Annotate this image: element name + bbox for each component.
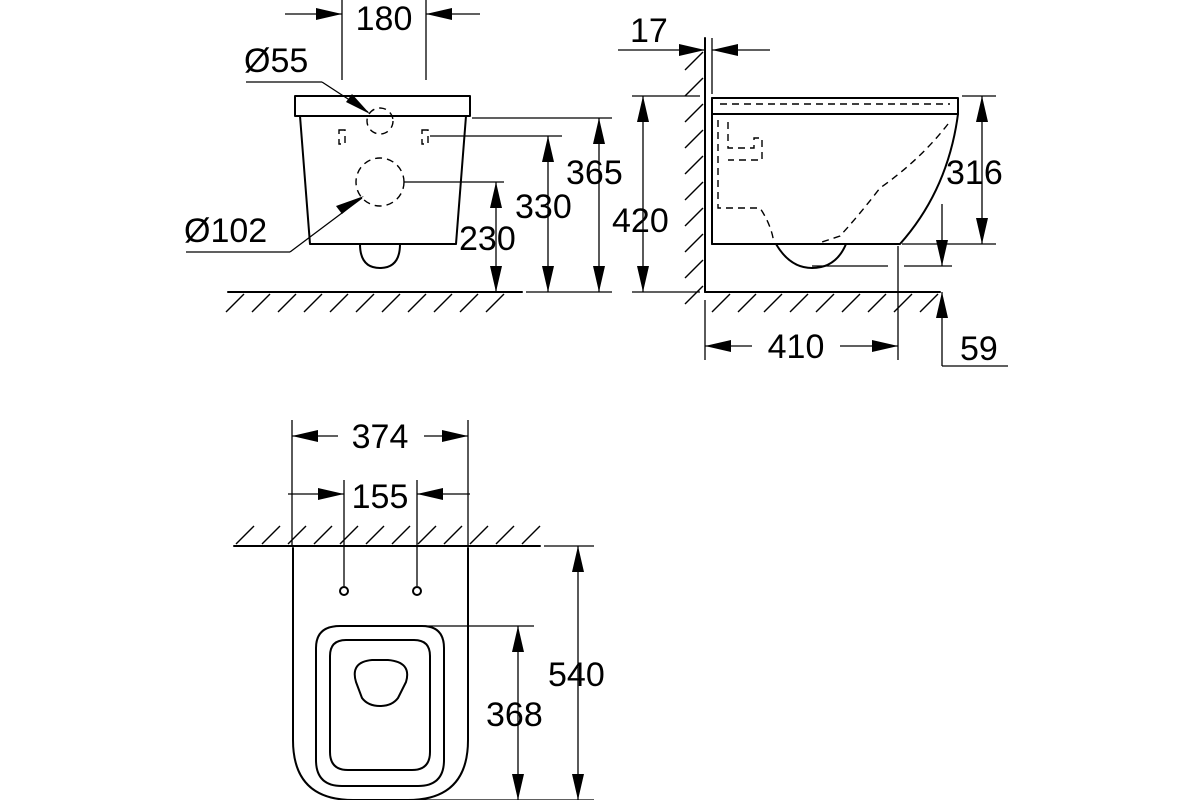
front-outlet-foot <box>359 243 401 269</box>
side-trap-hidden <box>717 120 775 245</box>
side-floor-hatching <box>711 293 939 313</box>
dim-365: 365 <box>566 154 623 192</box>
dim-59: 59 <box>960 330 998 368</box>
side-inlet-hidden <box>727 122 763 161</box>
side-bowl-hidden-line <box>815 123 949 245</box>
dim-230: 230 <box>459 220 516 258</box>
dim-368: 368 <box>486 696 543 734</box>
top-seat-outer <box>315 625 445 787</box>
front-floor-hatching <box>225 293 505 313</box>
side-bowl-bottom <box>775 243 847 269</box>
side-bowl-profile <box>711 113 959 245</box>
front-hole-55 <box>366 107 394 135</box>
dim-540: 540 <box>548 656 605 694</box>
top-seat-inner <box>329 639 431 771</box>
dim-d55: Ø55 <box>244 42 308 80</box>
front-bowl-body <box>299 115 467 245</box>
front-outlet-102 <box>355 157 405 207</box>
front-fixing-hole-right <box>421 129 429 145</box>
top-wall-hatching <box>235 525 541 545</box>
dim-374: 374 <box>352 418 409 456</box>
top-view: 374 155 540 368 <box>233 418 605 800</box>
side-view: 17 420 316 59 410 <box>612 12 1008 368</box>
dim-17: 17 <box>630 12 668 50</box>
side-wall-hatching <box>684 51 704 305</box>
dim-420: 420 <box>612 202 669 240</box>
front-seat-rim <box>294 95 471 117</box>
front-view: 180 Ø55 Ø102 230 330 365 <box>184 0 623 313</box>
side-seat <box>711 97 959 115</box>
top-outline <box>292 547 469 800</box>
front-fixing-hole-left <box>338 129 346 145</box>
top-fixing-hole-left <box>339 586 349 596</box>
dim-316: 316 <box>946 154 1003 192</box>
top-bowl-opening <box>353 659 409 707</box>
dim-330: 330 <box>515 188 572 226</box>
dim-410: 410 <box>768 328 825 366</box>
dim-180: 180 <box>356 0 413 38</box>
dim-155: 155 <box>352 478 409 516</box>
top-fixing-hole-right <box>412 586 422 596</box>
dim-d102: Ø102 <box>184 212 267 250</box>
